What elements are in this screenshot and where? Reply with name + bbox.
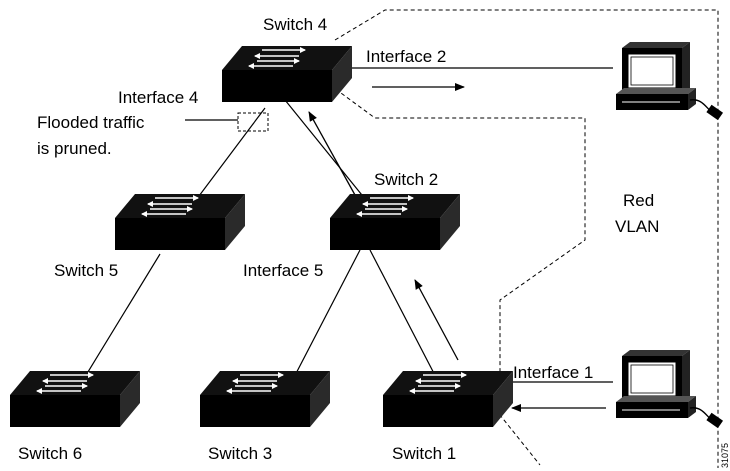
label-switch-3: Switch 3: [208, 444, 272, 463]
red-vlan-boundary: [334, 9, 719, 468]
label-switch-6: Switch 6: [18, 444, 82, 463]
pc-bottom[interactable]: [615, 349, 724, 429]
label-switch-1: Switch 1: [392, 444, 456, 463]
label-interface-1: Interface 1: [513, 363, 593, 382]
pc-top[interactable]: [615, 41, 724, 121]
switch-6[interactable]: [10, 371, 140, 427]
traffic-arrow-s1-s2: [414, 279, 459, 361]
link-s2-s3: [289, 249, 361, 386]
label-vlan: VLAN: [615, 217, 659, 236]
label-switch-5: Switch 5: [54, 261, 118, 280]
label-interface-4: Interface 4: [118, 88, 198, 107]
traffic-arrow-s2-s4: [308, 111, 356, 196]
switch-1[interactable]: [383, 371, 513, 427]
label-interface-2: Interface 2: [366, 47, 446, 66]
figure-id: 31075: [720, 443, 730, 468]
link-s4-s2: [284, 99, 371, 206]
switch-4[interactable]: [222, 46, 352, 102]
link-s5-s6: [79, 253, 161, 386]
switch-2[interactable]: [330, 194, 460, 250]
switch-5[interactable]: [115, 194, 245, 250]
label-flooded-traffic: Flooded traffic: [37, 113, 145, 132]
label-switch-4: Switch 4: [263, 15, 327, 34]
label-red: Red: [623, 191, 654, 210]
label-switch-2: Switch 2: [374, 170, 438, 189]
label-interface-5: Interface 5: [243, 261, 323, 280]
label-is-pruned: is pruned.: [37, 139, 112, 158]
link-s2-s1: [369, 249, 441, 386]
pruned-port-box: [237, 112, 269, 132]
switch-3[interactable]: [200, 371, 330, 427]
link-s4-s5: [189, 107, 266, 209]
